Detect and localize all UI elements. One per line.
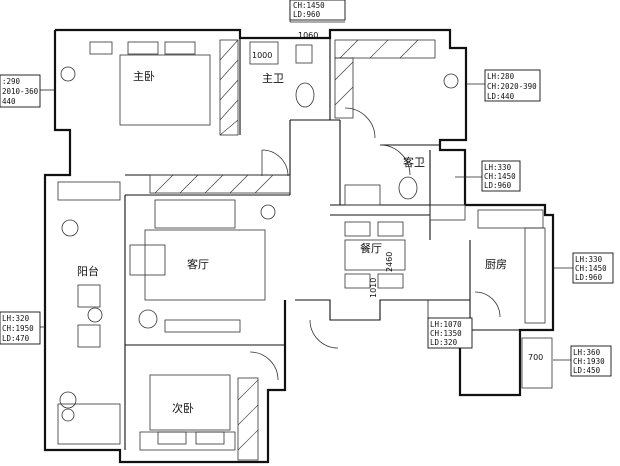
tag-left-lower-line-2: CH:1950 xyxy=(2,324,34,333)
balcony-cabinet xyxy=(57,181,121,445)
kitchen-appliance xyxy=(521,337,553,389)
coffee-table xyxy=(144,229,266,301)
label-dining-room: 餐厅 xyxy=(360,241,382,255)
wardrobe-study xyxy=(334,39,436,119)
tag-left-lower: LH:320 CH:1950 LD:470 xyxy=(0,311,45,345)
tag-right-upper-line-1: LH:280 xyxy=(487,72,515,81)
doors xyxy=(249,107,501,381)
label-master-bath: 主卫 xyxy=(262,72,284,85)
tag-left-upper-line-1: :290 xyxy=(2,77,21,86)
dimension-labels: 1000 1060 2460 1010 700 xyxy=(252,31,543,362)
tag-top-line-1: CH:1450 xyxy=(293,1,325,10)
label-master-bedroom: 主卧 xyxy=(133,70,155,83)
tag-center-lower-line-2: CH:1350 xyxy=(430,329,462,338)
label-second-bedroom: 次卧 xyxy=(172,401,194,415)
dim-1000: 1000 xyxy=(252,51,272,60)
label-balcony: 阳台 xyxy=(77,264,99,278)
tag-guest-bath-line-1: LH:330 xyxy=(484,163,512,172)
tag-top: CH:1450 LD:960 xyxy=(289,0,346,21)
second-bed xyxy=(149,374,231,445)
tag-right-lower: LH:360 CH:1930 LD:450 xyxy=(553,345,612,377)
wardrobe-master xyxy=(219,39,239,136)
tag-left-lower-line-1: LH:320 xyxy=(2,314,30,323)
outer-walls xyxy=(43,0,555,464)
master-bed xyxy=(89,41,211,126)
tag-guest-bath: LH:330 CH:1450 LD:960 xyxy=(455,160,521,192)
tag-guest-bath-line-2: CH:1450 xyxy=(484,172,516,181)
balcony-chairs xyxy=(60,66,459,348)
dim-2460: 2460 xyxy=(385,252,394,272)
tag-left-upper-line-2: 2010-360 xyxy=(2,87,39,96)
dim-1010: 1010 xyxy=(369,278,378,298)
tag-right-upper: LH:280 CH:2020-390 LD:440 xyxy=(466,69,541,102)
label-guest-bath: 客卫 xyxy=(403,155,425,169)
tag-guest-bath-line-3: LD:960 xyxy=(484,181,512,190)
tag-right-lower-line-1: LH:360 xyxy=(573,348,601,357)
tag-center-lower: LH:1070 CH:1350 LD:320 xyxy=(427,300,473,349)
dining-table xyxy=(344,221,406,289)
dim-700: 700 xyxy=(528,353,543,362)
tag-right-upper-line-2: CH:2020-390 xyxy=(487,82,537,91)
tag-center-lower-line-1: LH:1070 xyxy=(430,320,462,329)
wardrobe-second xyxy=(139,377,259,461)
dim-1060: 1060 xyxy=(298,31,318,40)
cabinet-living-wall xyxy=(149,174,291,194)
tag-left-upper: :290 2010-360 440 xyxy=(0,74,55,108)
sofa xyxy=(129,199,236,276)
bath-fixtures xyxy=(249,41,418,206)
tag-left-lower-line-3: LD:470 xyxy=(2,334,30,343)
tag-kitchen: LH:330 CH:1450 LD:960 xyxy=(553,252,614,284)
tag-right-lower-line-3: LD:450 xyxy=(573,366,601,375)
tag-kitchen-line-3: LD:960 xyxy=(575,273,603,282)
tag-right-lower-line-2: CH:1930 xyxy=(573,357,605,366)
tv-cabinet xyxy=(164,319,241,333)
tag-top-line-2: LD:960 xyxy=(293,10,321,19)
room-labels: 主卧 主卫 客卫 客厅 餐厅 厨房 阳台 次卧 xyxy=(77,70,507,415)
tag-right-upper-line-3: LD:440 xyxy=(487,92,515,101)
label-living-room: 客厅 xyxy=(187,257,209,271)
kitchen-counter xyxy=(429,204,546,324)
tag-left-upper-line-3: 440 xyxy=(2,97,16,106)
tag-center-lower-line-3: LD:320 xyxy=(430,338,458,347)
tag-kitchen-line-1: LH:330 xyxy=(575,255,603,264)
tag-kitchen-line-2: CH:1450 xyxy=(575,264,607,273)
label-kitchen: 厨房 xyxy=(485,258,507,271)
plants xyxy=(59,204,276,422)
